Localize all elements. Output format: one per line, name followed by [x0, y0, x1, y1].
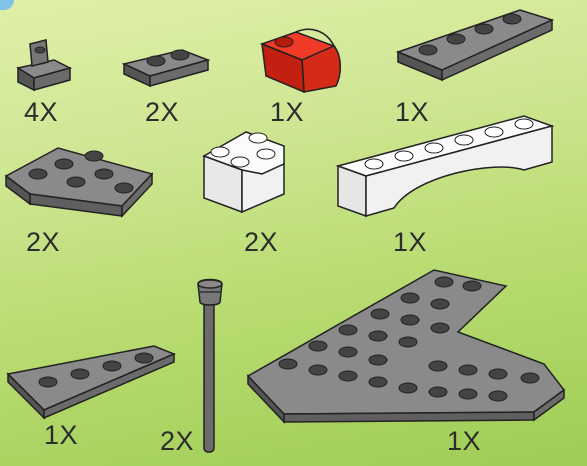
wing-plate-part — [4, 340, 179, 420]
corner-tab — [0, 0, 14, 10]
white-corner-brick-count: 2X — [244, 227, 278, 258]
slope-bracket-count: 4X — [24, 97, 58, 128]
wedge-plate-long-part — [392, 6, 557, 86]
wedge-plate-3x3-part — [2, 140, 162, 222]
plate-1x2-part — [120, 42, 212, 92]
slope-bracket-part — [14, 38, 74, 93]
large-wedge-plate-count: 1X — [447, 426, 481, 457]
plate-1x2-count: 2X — [145, 97, 179, 128]
white-arch-count: 1X — [393, 227, 427, 258]
wedge-plate-3x3-count: 2X — [26, 227, 60, 258]
white-arch-part — [334, 112, 559, 222]
wing-plate-count: 1X — [44, 420, 78, 451]
large-wedge-plate-part — [244, 264, 584, 424]
antenna-count: 2X — [160, 426, 194, 457]
antenna-part — [190, 276, 230, 458]
red-curved-brick-part — [256, 20, 346, 95]
white-corner-brick-part — [200, 124, 290, 219]
